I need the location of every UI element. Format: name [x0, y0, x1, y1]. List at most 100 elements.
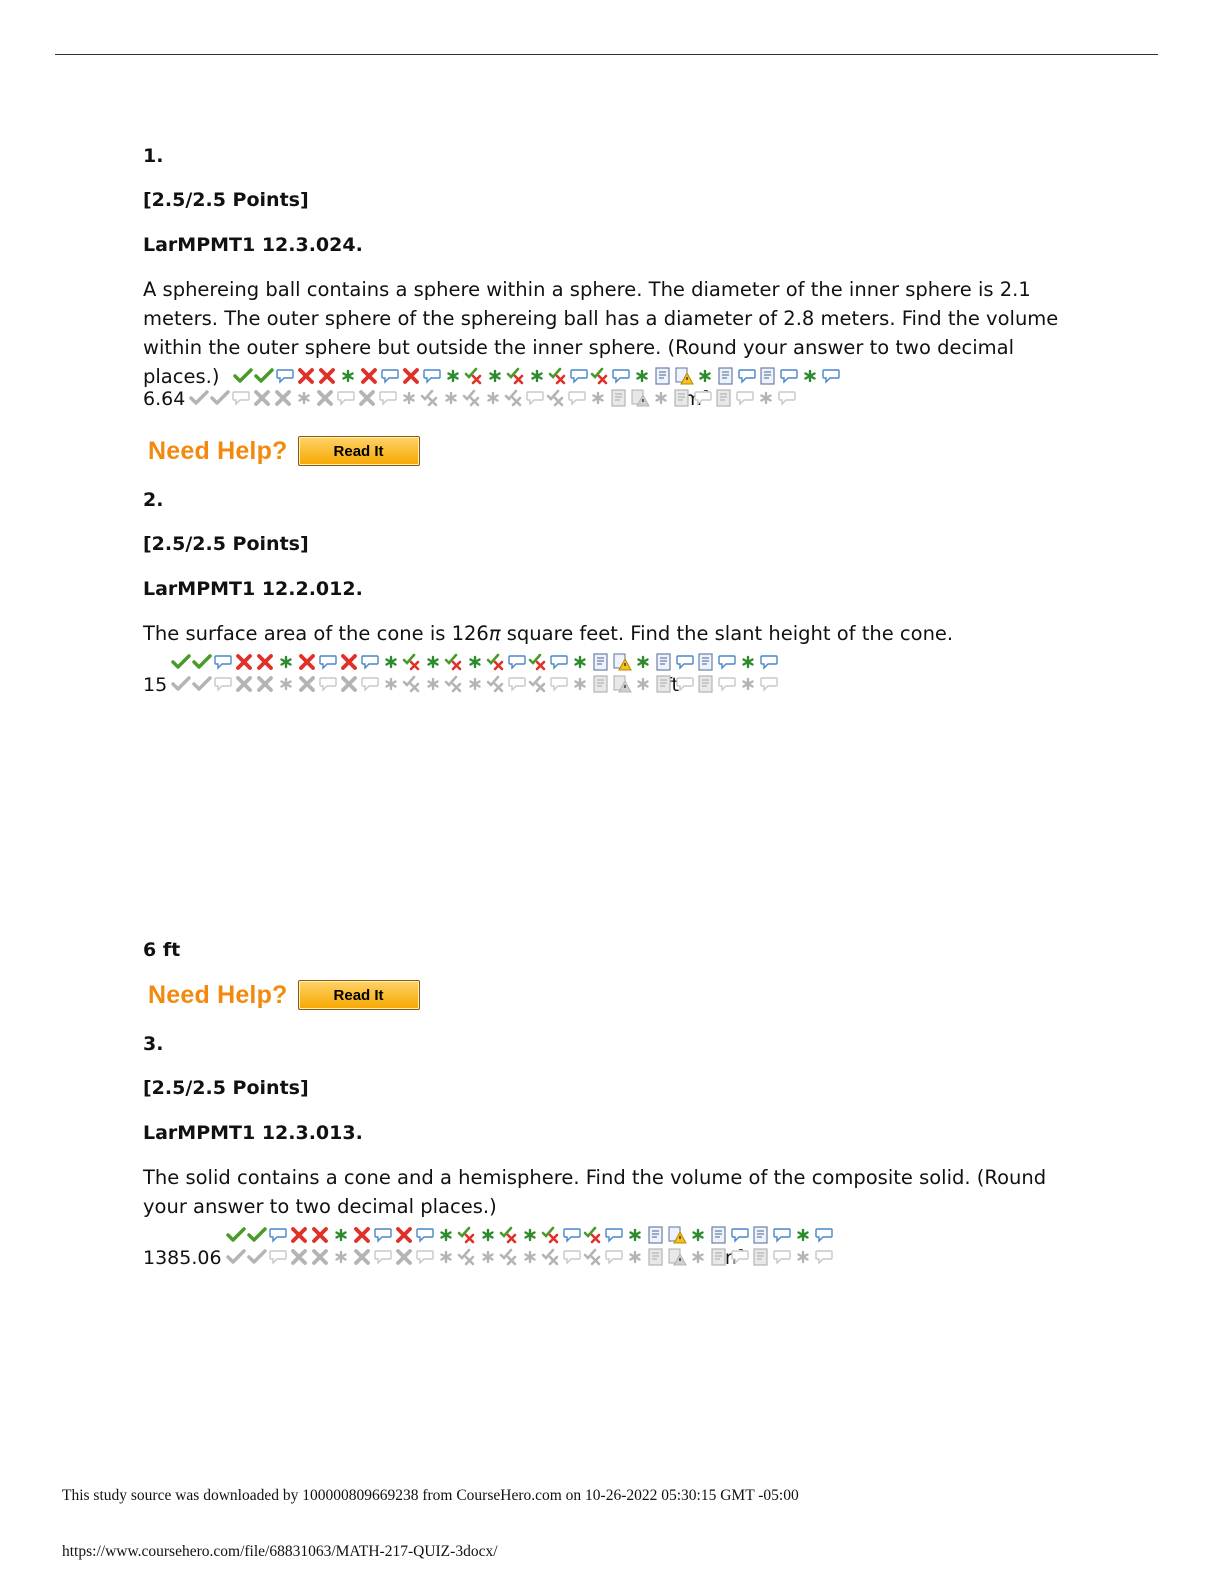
- comment-icon: [562, 1226, 582, 1244]
- calculator-icon: [696, 653, 716, 671]
- star-icon: [756, 389, 776, 407]
- answer-value: 1385.06: [143, 1247, 222, 1269]
- star-icon: [441, 389, 461, 407]
- comment-icon: [275, 367, 295, 385]
- need-help-label: Need Help?: [148, 436, 288, 465]
- comment-icon: [268, 1226, 288, 1244]
- cross-icon: [401, 367, 421, 385]
- need-help-bar: Need Help? Read It: [148, 980, 420, 1010]
- question-code: LarMPMT1 12.3.013.: [143, 1122, 363, 1144]
- star-icon: [331, 1248, 351, 1266]
- check-icon: [246, 1248, 267, 1266]
- check-icon: [233, 367, 254, 385]
- comment-icon: [611, 367, 631, 385]
- check-icon: [246, 1226, 267, 1244]
- check-cross-icon: [506, 367, 526, 385]
- star-icon: [381, 675, 401, 693]
- comment-icon: [336, 389, 356, 407]
- need-help-bar: Need Help? Read It: [148, 436, 420, 466]
- cross-icon: [317, 367, 337, 385]
- comment-icon: [693, 389, 713, 407]
- star-icon: [520, 1248, 540, 1266]
- calculator-icon: [751, 1226, 771, 1244]
- star-icon: [423, 653, 443, 671]
- star-icon: [276, 653, 296, 671]
- check-cross-icon: [541, 1248, 561, 1266]
- figure-label: 6 ft: [143, 939, 181, 961]
- check-icon: [189, 389, 210, 407]
- comment-icon: [549, 675, 569, 693]
- comment-icon: [675, 653, 695, 671]
- warning-icon: [667, 1248, 687, 1266]
- feedback-icon-strip-active: [171, 652, 780, 672]
- comment-icon: [717, 675, 737, 693]
- footer-url[interactable]: https://www.coursehero.com/file/68831063…: [62, 1543, 498, 1560]
- warning-icon: [667, 1226, 687, 1244]
- cross-icon: [297, 675, 317, 693]
- feedback-icon-strip-inactive: [189, 388, 798, 408]
- check-cross-icon: [583, 1248, 603, 1266]
- comment-icon: [814, 1226, 834, 1244]
- star-icon: [633, 653, 653, 671]
- feedback-icon-strip-active: [225, 1225, 835, 1245]
- star-icon: [294, 389, 314, 407]
- feedback-icon-strip-active: [233, 366, 842, 386]
- star-icon: [688, 1248, 708, 1266]
- cross-icon: [273, 389, 293, 407]
- cross-icon: [297, 653, 317, 671]
- star-icon: [793, 1226, 813, 1244]
- cross-icon: [315, 389, 335, 407]
- question-text: The solid contains a cone and a hemisphe…: [143, 1166, 1047, 1218]
- check-icon: [171, 675, 191, 693]
- comment-icon: [422, 367, 442, 385]
- check-cross-icon: [457, 1248, 477, 1266]
- comment-icon: [507, 653, 527, 671]
- check-cross-icon: [457, 1226, 477, 1244]
- feedback-icons: [171, 652, 778, 696]
- star-icon: [793, 1248, 813, 1266]
- read-it-button[interactable]: Read It: [297, 980, 420, 1010]
- cross-icon: [310, 1226, 330, 1244]
- comment-icon: [373, 1226, 393, 1244]
- comment-icon: [213, 675, 233, 693]
- comment-icon: [549, 653, 569, 671]
- comment-icon: [569, 367, 589, 385]
- question-text: A sphereing ball contains a sphere withi…: [143, 278, 1059, 388]
- cross-icon: [352, 1226, 372, 1244]
- read-it-button[interactable]: Read It: [297, 436, 420, 466]
- answer-row: 1385.06 in3: [143, 1225, 833, 1269]
- star-icon: [570, 675, 590, 693]
- star-icon: [478, 1226, 498, 1244]
- check-cross-icon: [464, 367, 484, 385]
- check-cross-icon: [499, 1248, 519, 1266]
- answer-row: 6.64 m3: [143, 366, 841, 410]
- comment-icon: [373, 1248, 393, 1266]
- calculator-icon: [646, 1226, 666, 1244]
- comment-icon: [675, 675, 695, 693]
- star-icon: [588, 389, 608, 407]
- comment-icon: [604, 1226, 624, 1244]
- comment-icon: [759, 653, 779, 671]
- star-icon: [625, 1226, 645, 1244]
- star-icon: [520, 1226, 540, 1244]
- feedback-icons: [189, 366, 841, 410]
- warning-icon: [612, 675, 633, 693]
- answer-row: 15 ft: [143, 652, 778, 696]
- calculator-icon: [758, 367, 778, 385]
- comment-icon: [378, 389, 398, 407]
- star-icon: [651, 389, 671, 407]
- cross-icon: [289, 1248, 309, 1266]
- cross-icon: [339, 653, 359, 671]
- warning-icon: [630, 389, 651, 407]
- star-icon: [485, 367, 505, 385]
- check-icon: [225, 1226, 246, 1244]
- check-cross-icon: [546, 389, 566, 407]
- star-icon: [436, 1226, 456, 1244]
- check-cross-icon: [499, 1226, 519, 1244]
- cross-icon: [234, 653, 254, 671]
- comment-icon: [759, 675, 779, 693]
- star-icon: [338, 367, 358, 385]
- check-cross-icon: [486, 675, 506, 693]
- calculator-icon: [653, 367, 673, 385]
- question-text: The surface area of the cone is 126π squ…: [143, 622, 954, 645]
